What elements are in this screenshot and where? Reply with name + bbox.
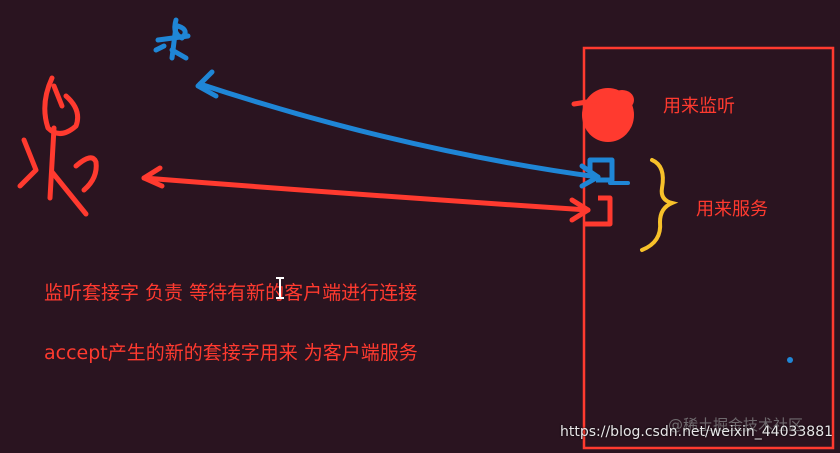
text-line-accept-socket: accept产生的新的套接字用来 为客户端服务: [44, 342, 418, 364]
label-listen: 用来监听: [663, 96, 735, 117]
label-serve: 用来服务: [696, 199, 768, 220]
blue-dot: [787, 357, 793, 363]
text-cursor-icon: [276, 277, 284, 299]
watermark: @稀土掘金技术社区: [668, 416, 804, 434]
red-double-arrow: [141, 165, 591, 223]
listening-socket-blob: [571, 88, 634, 142]
text-line-listening-socket: 监听套接字 负责 等待有新的客户端进行连接: [44, 282, 418, 304]
source-url: https://blog.csdn.net/weixin_44033881: [560, 424, 834, 440]
red-client-figure-icon: [17, 75, 99, 217]
yellow-brace: [640, 158, 679, 252]
blue-client-figure-icon: [153, 17, 191, 61]
server-box: [582, 46, 835, 450]
red-socket-square: [584, 195, 613, 227]
blue-socket-square: [587, 157, 630, 185]
blue-double-arrow: [195, 69, 601, 189]
